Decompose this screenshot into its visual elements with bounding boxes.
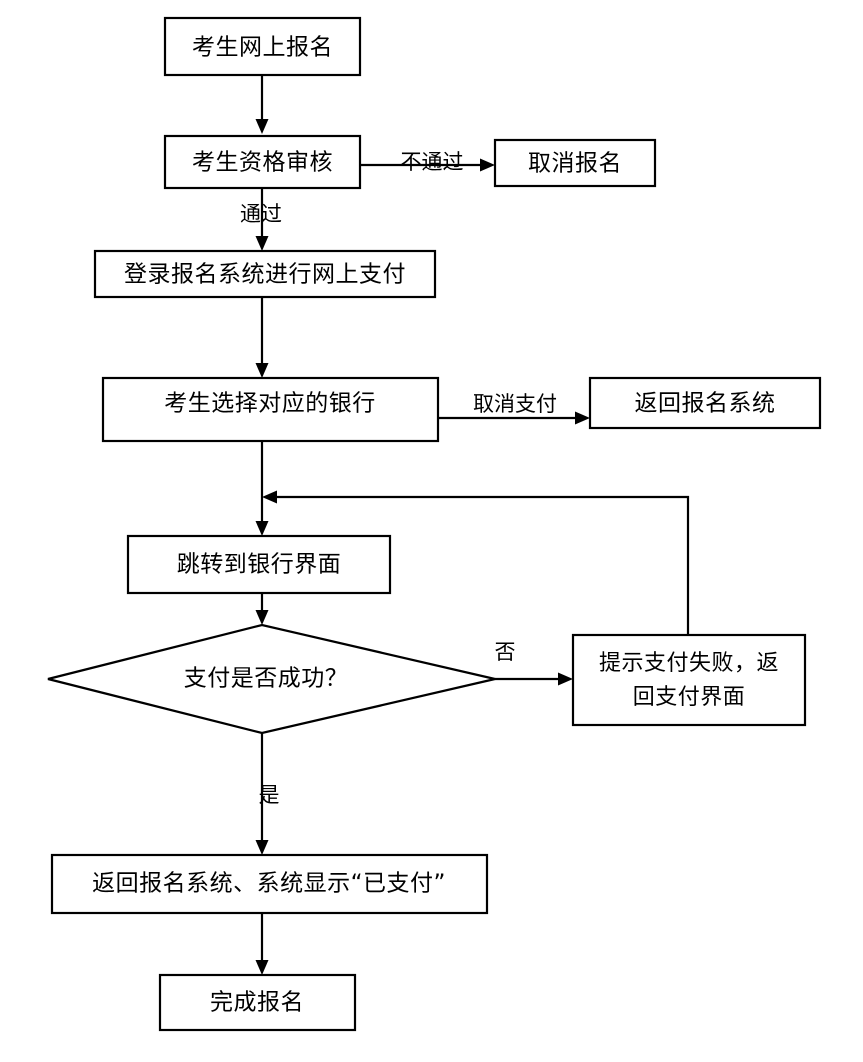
node-bank-page[interactable]: 跳转到银行界面 xyxy=(126,534,392,595)
node-back-to-system[interactable]: 返回报名系统 xyxy=(588,376,822,430)
node-paid-status-shown[interactable]: 返回报名系统、系统显示“已支付” xyxy=(50,853,489,915)
edge-register-to-qualification xyxy=(255,75,269,134)
edge-qualification-to-login xyxy=(255,188,269,251)
edge-pay-failed-loop-back xyxy=(262,490,690,635)
node-payment-failed-line2: 回支付界面 xyxy=(633,685,746,710)
node-payment-success-label: 支付是否成功？ xyxy=(184,666,349,692)
node-login-online-payment[interactable]: 登录报名系统进行网上支付 xyxy=(93,249,437,299)
node-bank-page-label: 跳转到银行界面 xyxy=(177,552,342,578)
node-payment-failed-notice[interactable]: 提示支付失败，返 回支付界面 xyxy=(571,633,807,727)
node-payment-failed-line1: 提示支付失败，返 xyxy=(599,651,779,676)
edge-label-not-pass: 不通过 xyxy=(401,150,464,174)
edge-login-to-select-bank xyxy=(255,296,269,378)
edge-decision-yes-to-paid xyxy=(255,733,269,855)
edge-label-no: 否 xyxy=(495,640,516,664)
node-select-bank[interactable]: 考生选择对应的银行 xyxy=(101,376,440,443)
node-finish-registration-label: 完成报名 xyxy=(210,990,304,1016)
edge-bank-page-to-decision xyxy=(255,593,269,625)
edge-decision-no-to-pay-failed xyxy=(495,672,573,686)
edge-label-pass: 通过 xyxy=(240,202,282,226)
node-cancel-registration-label: 取消报名 xyxy=(528,151,622,177)
node-register-label: 考生网上报名 xyxy=(192,35,333,61)
edge-select-bank-to-bank-page xyxy=(255,441,269,536)
node-cancel-registration[interactable]: 取消报名 xyxy=(493,138,657,188)
edge-label-yes: 是 xyxy=(259,783,280,807)
node-finish-registration[interactable]: 完成报名 xyxy=(158,973,357,1032)
node-register[interactable]: 考生网上报名 xyxy=(163,16,362,77)
node-login-online-payment-label: 登录报名系统进行网上支付 xyxy=(124,262,406,288)
edge-qualification-to-cancel xyxy=(360,158,495,172)
node-payment-success-decision[interactable]: 支付是否成功？ xyxy=(47,623,496,735)
node-paid-status-label: 返回报名系统、系统显示“已支付” xyxy=(92,871,446,897)
node-qualification-review[interactable]: 考生资格审核 xyxy=(163,134,362,190)
edge-label-cancel-payment: 取消支付 xyxy=(473,392,557,416)
edge-paid-to-finish xyxy=(255,913,269,975)
edge-select-bank-to-back-system xyxy=(438,411,590,425)
node-back-to-system-label: 返回报名系统 xyxy=(635,391,776,417)
node-select-bank-label: 考生选择对应的银行 xyxy=(164,391,376,417)
node-qualification-label: 考生资格审核 xyxy=(192,150,333,176)
